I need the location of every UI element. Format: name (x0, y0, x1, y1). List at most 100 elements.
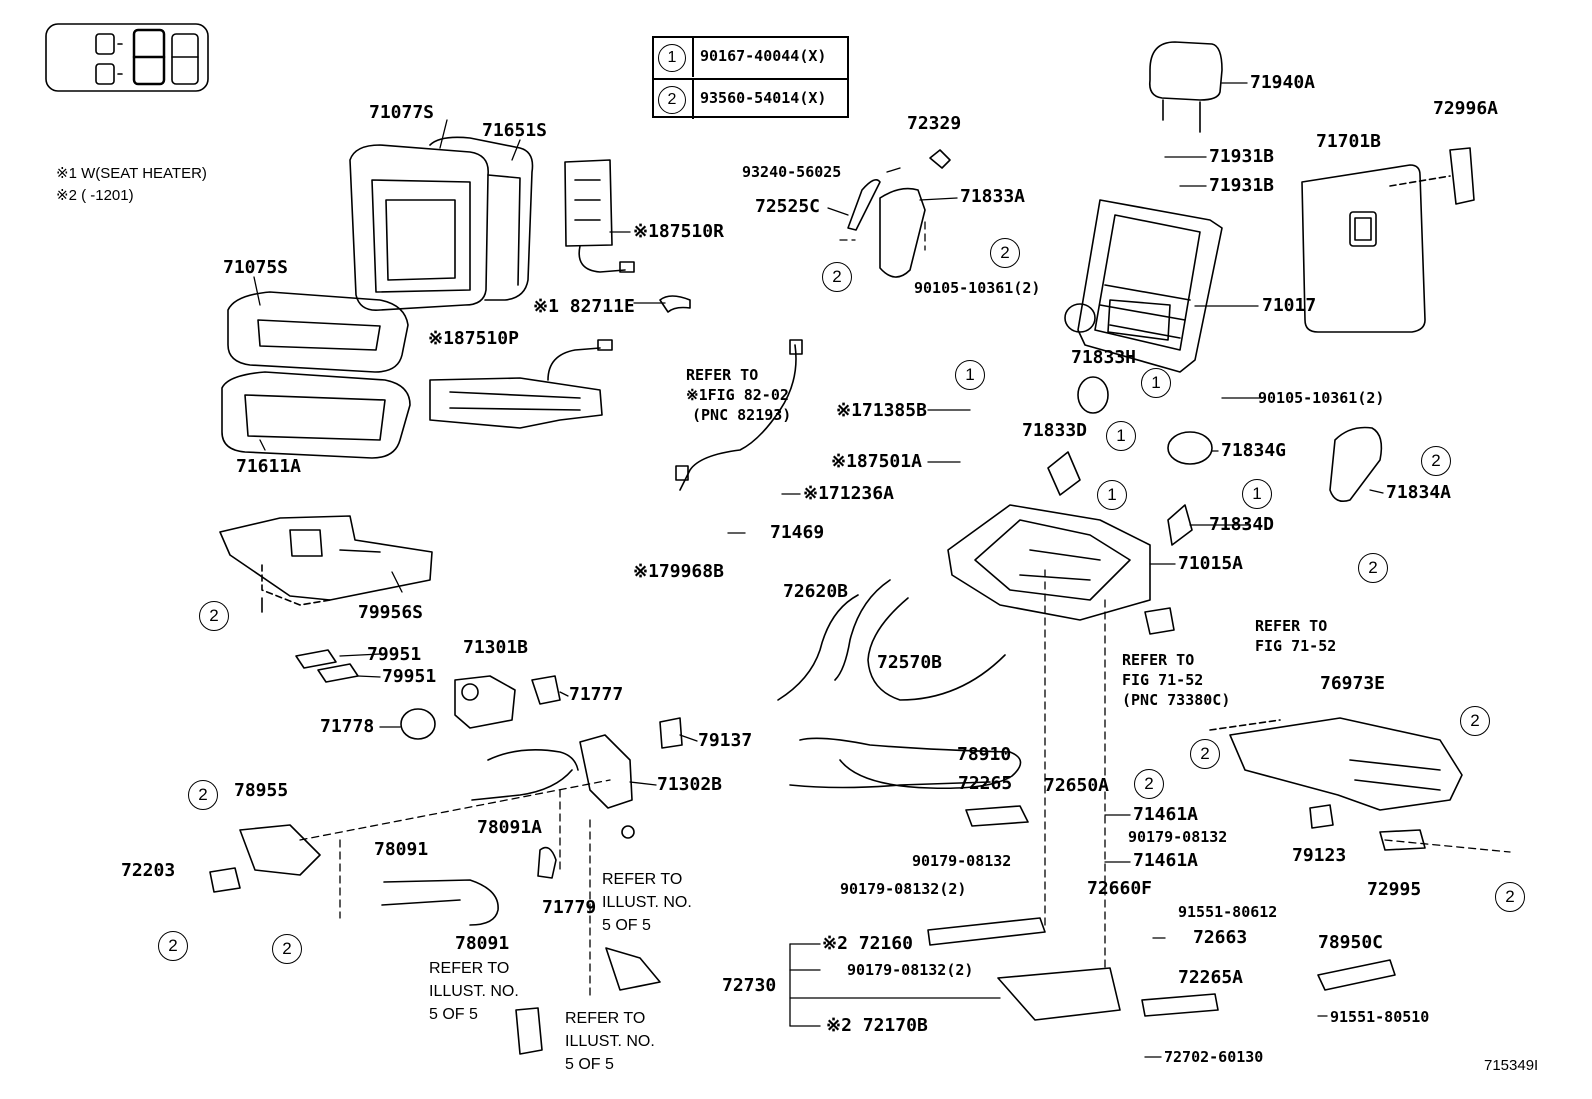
part-label: 78910 (957, 744, 1012, 765)
back-board-drawing (1301, 164, 1426, 333)
callout-circle: 2 (188, 780, 218, 810)
callout-circle: 1 (1242, 479, 1272, 509)
legend-part-number: 93560-54014(X) (700, 89, 827, 107)
fastener-legend: 1 90167-40044(X) 2 93560-54014(X) (652, 36, 849, 119)
legend-number: 2 (658, 86, 686, 114)
part-label: 72995 (1367, 879, 1422, 900)
part-label: 72730 (722, 975, 777, 996)
legend-number: 1 (658, 44, 686, 72)
part-label: 71461A (1133, 804, 1199, 825)
callout-circle: 2 (1495, 882, 1525, 912)
part-label: 79951 (382, 666, 437, 687)
illustration-id: 715349I (1484, 1057, 1539, 1074)
part-label: 90105-10361(2) (914, 279, 1041, 297)
part-label: 79956S (358, 602, 424, 623)
part-label: ※1 82711E (533, 296, 635, 317)
part-label: 71611A (236, 456, 302, 477)
part-label: 72329 (907, 113, 962, 134)
callout-circle: 2 (822, 262, 852, 292)
callout-circle: 2 (1460, 706, 1490, 736)
part-label: 71940A (1250, 72, 1316, 93)
part-label: 72265A (1178, 967, 1244, 988)
part-label: 90179-08132 (1128, 828, 1228, 846)
callout-circle: 1 (1141, 368, 1171, 398)
seat-location-key-icon (45, 23, 209, 92)
small-covers-drawing (1047, 376, 1383, 635)
part-label: 72663 (1193, 927, 1248, 948)
part-label: 71469 (770, 522, 825, 543)
part-label: 72203 (121, 860, 176, 881)
part-label: 90179-08132(2) (847, 961, 974, 979)
pads-drawing (295, 649, 359, 683)
lever-bracket-drawing (209, 824, 661, 1055)
part-label: 71651S (482, 120, 548, 141)
part-label: 72702-60130 (1164, 1048, 1264, 1066)
cable-drawing (381, 339, 1022, 926)
part-label: 71015A (1178, 553, 1244, 574)
part-label: 71017 (1262, 295, 1317, 316)
part-label: 71301B (463, 637, 529, 658)
part-label: 71077S (369, 102, 435, 123)
callout-circle: 2 (158, 931, 188, 961)
part-label: ※187510P (428, 328, 519, 349)
slide-rail-drawing (927, 805, 1396, 1021)
part-label: 71833A (960, 186, 1026, 207)
part-label: 71461A (1133, 850, 1199, 871)
callout-circle: 2 (199, 601, 229, 631)
part-label: 78091A (477, 817, 543, 838)
seat-cushion-drawing (221, 291, 411, 459)
note-production-date: ※2 ( -1201) (56, 187, 134, 204)
part-label: 72650A (1044, 775, 1110, 796)
hinge-cover-drawing (847, 149, 951, 278)
part-label: 71833H (1071, 347, 1137, 368)
part-label: ※2 72160 (822, 933, 913, 954)
part-label: 72265 (958, 773, 1013, 794)
tray-drawing (1209, 717, 1463, 851)
part-label: 72525C (755, 196, 821, 217)
leader-lines (253, 82, 1384, 1058)
part-label: 71701B (1316, 131, 1382, 152)
part-label: 76973E (1320, 673, 1386, 694)
part-label: ※179968B (633, 561, 724, 582)
part-label: 71833D (1022, 420, 1088, 441)
part-label: 71778 (320, 716, 375, 737)
callout-circle: 2 (1358, 553, 1388, 583)
assembly-dash-lines (299, 221, 1511, 1001)
part-label: 79123 (1292, 845, 1347, 866)
seat-back-frame-drawing (1064, 199, 1223, 373)
cushion-frame-drawing (947, 504, 1151, 621)
legend-part-number: 90167-40044(X) (700, 47, 827, 65)
part-label: 90179-08132(2) (840, 880, 967, 898)
part-label: ※187501A (831, 451, 922, 472)
part-label: 72996A (1433, 98, 1499, 119)
part-label: 78091 (374, 839, 429, 860)
part-label: 79137 (698, 730, 753, 751)
part-label: ※187510R (633, 221, 724, 242)
part-label: 78950C (1318, 932, 1384, 953)
callout-circle: 1 (1097, 480, 1127, 510)
callout-circle: 2 (1421, 446, 1451, 476)
refer-note: REFER TO※1FIG 82-02(PNC 82193) (686, 366, 792, 424)
heater-mat-drawing (429, 159, 691, 429)
callout-circle: 2 (1134, 769, 1164, 799)
legend-row-1: 1 90167-40044(X) (654, 38, 847, 77)
clip-72996A-drawing (1389, 147, 1475, 205)
part-label: 71834A (1386, 482, 1452, 503)
part-label: 91551-80612 (1178, 903, 1278, 921)
part-label: 93240-56025 (742, 163, 842, 181)
part-label: 78955 (234, 780, 289, 801)
cushion-pan-drawing (219, 515, 433, 613)
note-seat-heater: ※1 W(SEAT HEATER) (56, 165, 207, 182)
callout-circle: 2 (272, 934, 302, 964)
part-label: 71075S (223, 257, 289, 278)
part-label: 79951 (367, 644, 422, 665)
part-label: 91551-80510 (1330, 1008, 1430, 1026)
recliner-drawing (400, 675, 683, 879)
part-label: ※171385B (836, 400, 927, 421)
